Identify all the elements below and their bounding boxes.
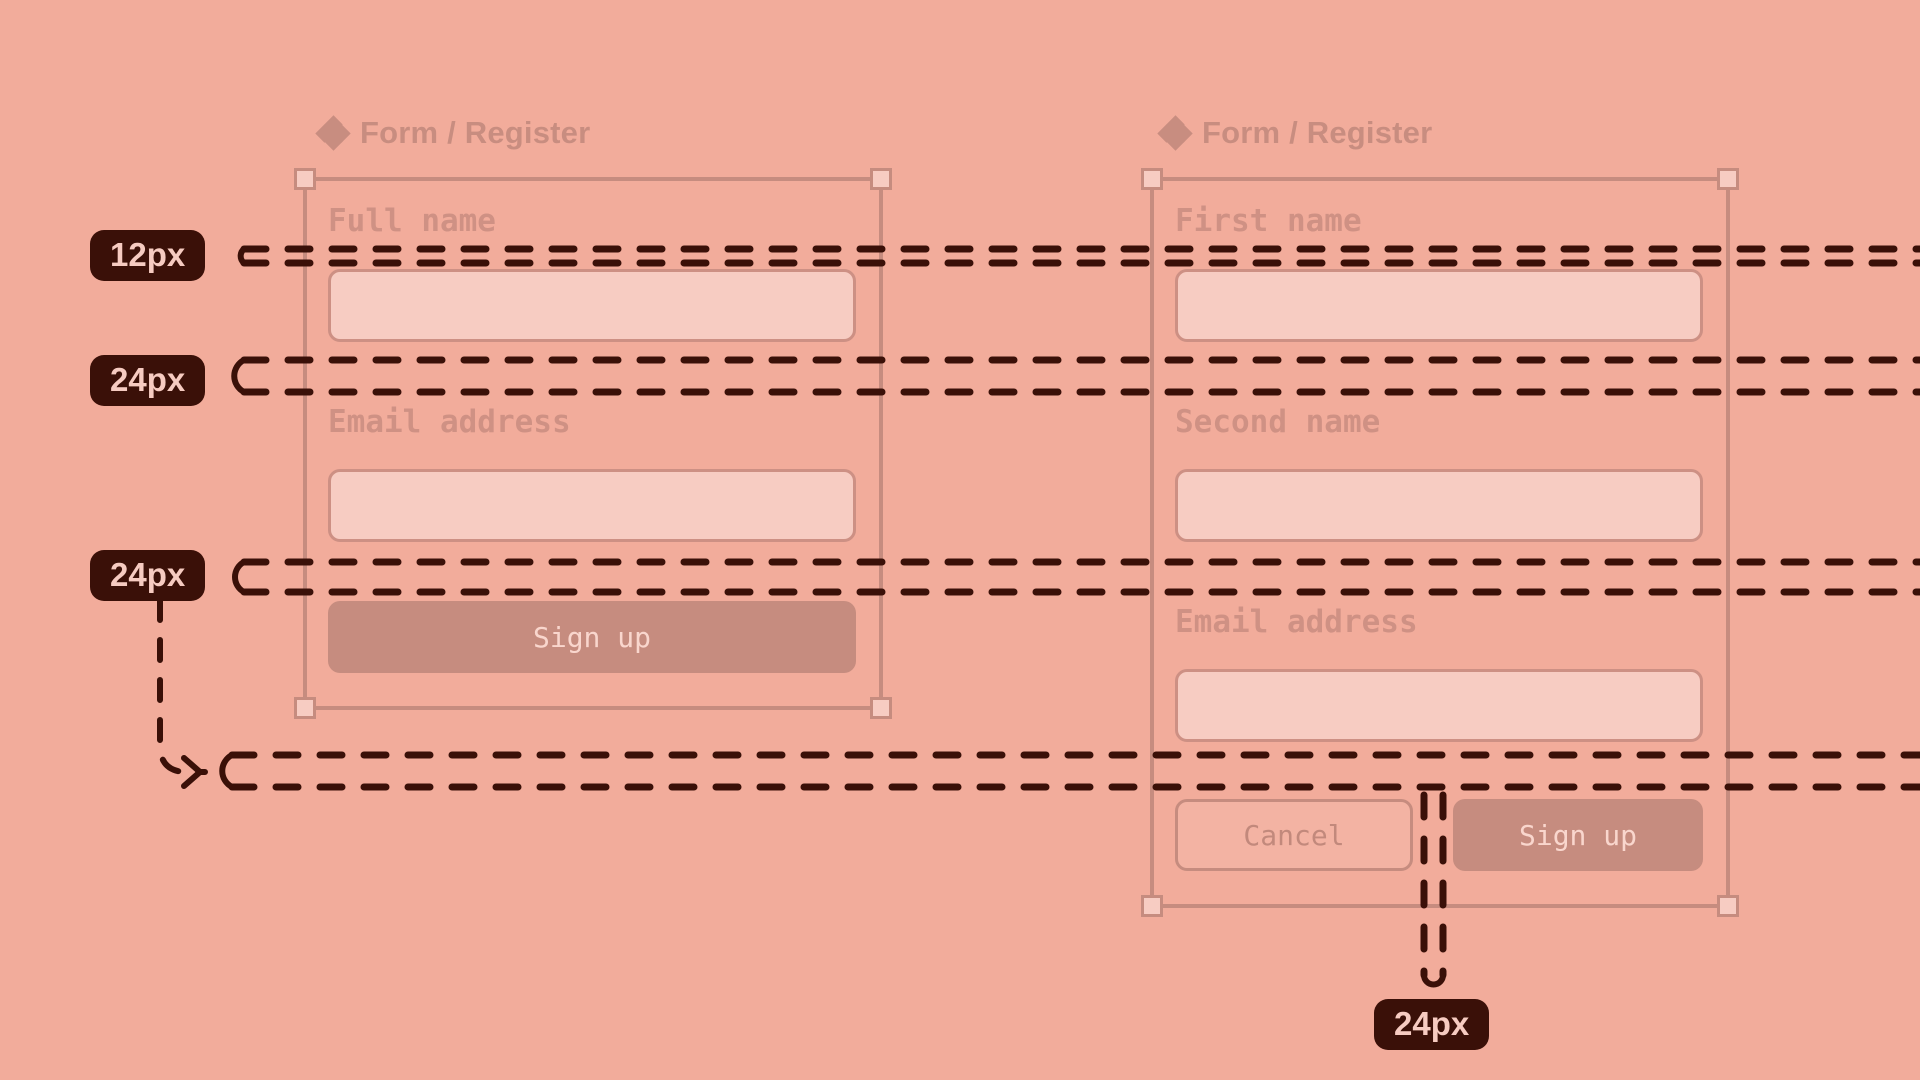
component-diamond-icon — [1157, 115, 1193, 151]
frame-title-left[interactable]: Form / Register — [315, 115, 591, 151]
signup-button[interactable]: Sign up — [1453, 799, 1703, 871]
field-label-email-address: Email address — [328, 404, 571, 440]
resize-handle-bottom-left[interactable] — [1141, 895, 1163, 917]
selection-edge-right — [879, 177, 883, 710]
input-first-name[interactable] — [1175, 269, 1703, 342]
measure-badge-12px: 12px — [90, 230, 206, 281]
selection-edge-top — [1150, 177, 1730, 181]
component-diamond-icon — [315, 115, 351, 151]
input-full-name[interactable] — [328, 269, 856, 342]
signup-button[interactable]: Sign up — [328, 601, 856, 673]
resize-handle-top-left[interactable] — [294, 168, 316, 190]
resize-handle-top-left[interactable] — [1141, 168, 1163, 190]
measure-bracket-24px-1 — [231, 356, 1920, 396]
resize-handle-bottom-right[interactable] — [1717, 895, 1739, 917]
measure-badge-24px-vertical: 24px — [1374, 999, 1490, 1050]
input-second-name[interactable] — [1175, 469, 1703, 542]
resize-handle-bottom-right[interactable] — [870, 697, 892, 719]
resize-handle-top-right[interactable] — [870, 168, 892, 190]
frame-title-left-label: Form / Register — [360, 115, 591, 150]
selection-edge-left — [303, 177, 307, 710]
resize-handle-bottom-left[interactable] — [294, 697, 316, 719]
frame-title-right-label: Form / Register — [1202, 115, 1433, 150]
field-label-full-name: Full name — [328, 203, 496, 239]
resize-handle-top-right[interactable] — [1717, 168, 1739, 190]
measure-badge-24px-2: 24px — [90, 550, 206, 601]
field-label-email-address: Email address — [1175, 604, 1418, 640]
cancel-button[interactable]: Cancel — [1175, 799, 1413, 871]
measure-bracket-24px-vertical — [1420, 791, 1447, 988]
input-email-address[interactable] — [328, 469, 856, 542]
measure-bracket-24px-2 — [232, 558, 1920, 596]
measure-badge-24px-1: 24px — [90, 355, 206, 406]
frame-title-right[interactable]: Form / Register — [1157, 115, 1433, 151]
measure-bracket-24px-3 — [219, 751, 1920, 791]
measure-connector-arrow — [157, 597, 208, 789]
selection-edge-right — [1726, 177, 1730, 908]
selection-edge-left — [1150, 177, 1154, 908]
selection-edge-bottom — [303, 706, 883, 710]
field-label-first-name: First name — [1175, 203, 1362, 239]
field-label-second-name: Second name — [1175, 404, 1381, 440]
measure-bracket-12px — [237, 245, 1920, 267]
input-email-address[interactable] — [1175, 669, 1703, 742]
selection-edge-bottom — [1150, 904, 1730, 908]
selection-edge-top — [303, 177, 883, 181]
